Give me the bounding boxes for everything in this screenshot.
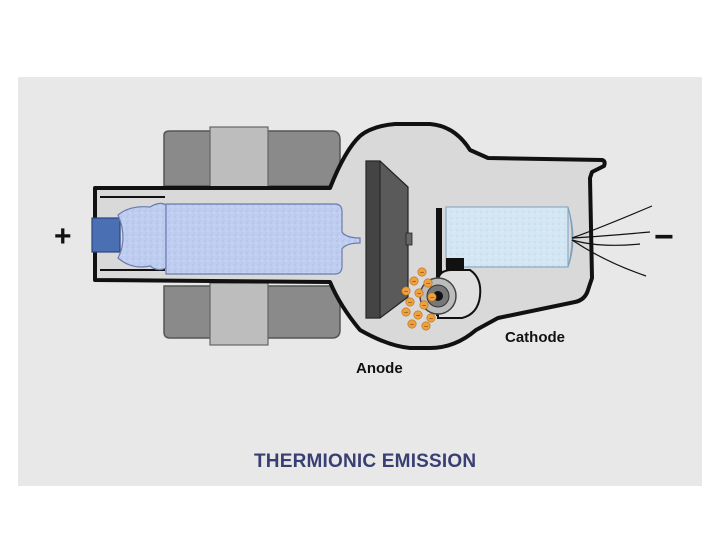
electron <box>427 292 437 302</box>
electron-sign: − <box>425 280 430 287</box>
electron-sign: − <box>411 278 416 285</box>
anode-connector <box>91 217 121 253</box>
electron-sign: − <box>428 315 433 322</box>
electron-sign: − <box>409 321 414 328</box>
cathode-label: Cathode <box>505 329 565 346</box>
electron <box>413 310 423 320</box>
electron <box>409 276 419 286</box>
electron <box>405 297 415 307</box>
electron <box>426 313 436 323</box>
electron <box>407 319 417 329</box>
electron <box>421 321 431 331</box>
anode-rotor <box>117 202 167 271</box>
electron-sign: − <box>429 294 434 301</box>
electron <box>414 288 424 298</box>
focusing-cup <box>419 269 482 319</box>
electron-sign: − <box>423 323 428 330</box>
electron-sign: − <box>403 288 408 295</box>
cathode-shield <box>436 208 442 316</box>
electron <box>401 286 411 296</box>
stator-top <box>163 126 341 190</box>
anode-rotor-body <box>165 203 361 275</box>
electron <box>401 307 411 317</box>
electron <box>417 267 427 277</box>
negative-terminal-label: − <box>654 218 674 256</box>
electron-sign: − <box>407 299 412 306</box>
electron-sign: − <box>416 290 421 297</box>
electron-cloud: −−−−−−−−−−−−− <box>401 267 437 331</box>
electron-sign: − <box>403 309 408 316</box>
anode-disc <box>365 160 413 319</box>
electron-sign: − <box>415 312 420 319</box>
electron <box>423 278 433 288</box>
stator-bottom <box>163 282 341 346</box>
electron <box>419 300 429 310</box>
electron-sign: − <box>419 269 424 276</box>
cathode-leads <box>571 205 653 277</box>
anode-label: Anode <box>356 360 403 377</box>
positive-terminal-label: + <box>54 220 72 253</box>
diagram-title: THERMIONIC EMISSION <box>254 451 477 472</box>
electron-sign: − <box>421 302 426 309</box>
cathode-block <box>445 206 569 268</box>
